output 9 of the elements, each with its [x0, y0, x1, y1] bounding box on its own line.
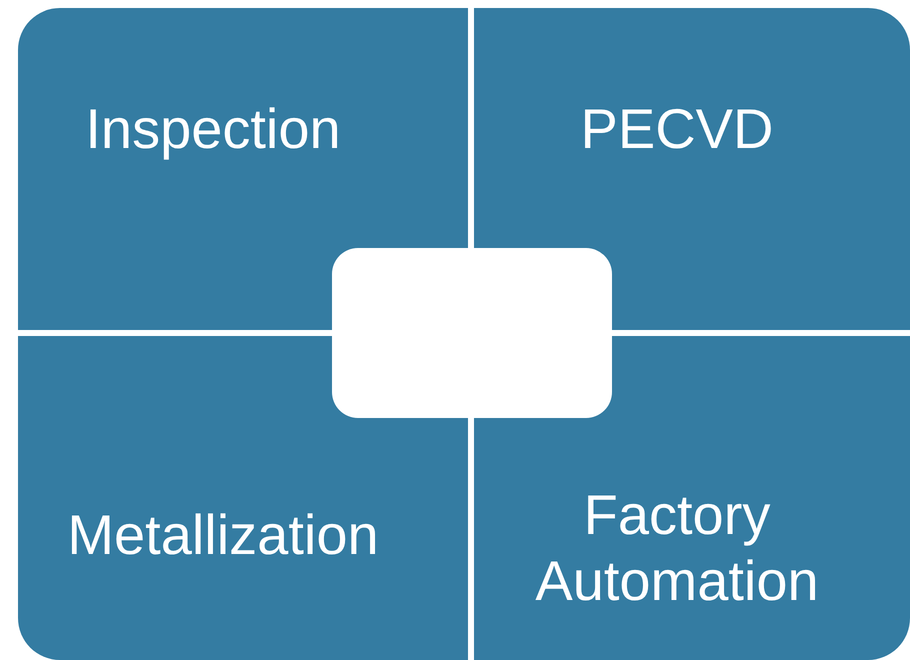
- quadrant-panel: [474, 8, 910, 330]
- quadrant-panel: [18, 8, 468, 330]
- quadrant-label: Factory Automation: [534, 482, 820, 614]
- quadrant-label: Metallization: [67, 502, 379, 568]
- quadrant-label: PECVD: [580, 96, 774, 162]
- quadrant-panel: [474, 336, 910, 660]
- quadrant-label: Inspection: [85, 96, 341, 162]
- center-box: [332, 248, 612, 418]
- quadrant-panel: [18, 336, 468, 660]
